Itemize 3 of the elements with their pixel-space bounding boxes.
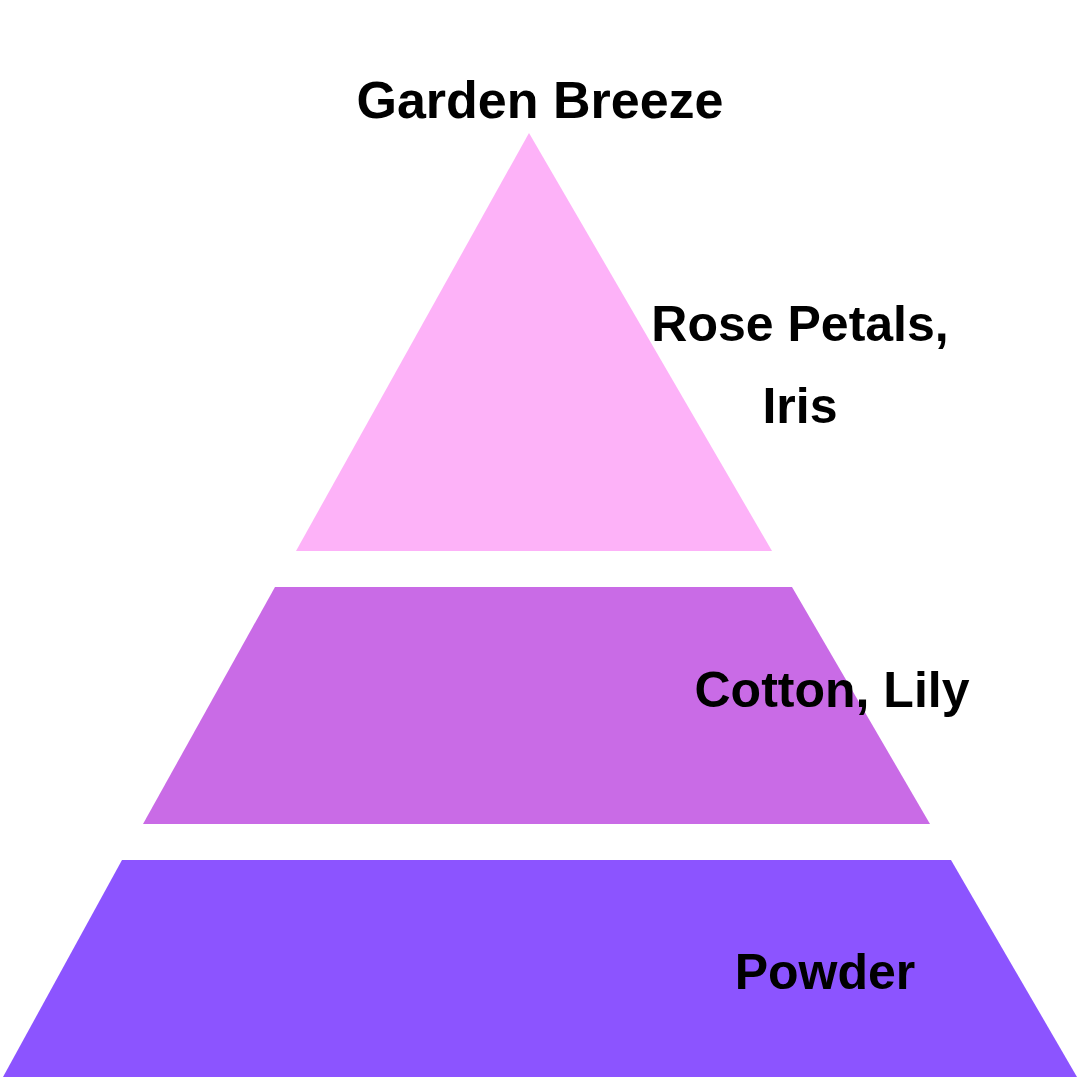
tier-label: Powder <box>733 943 917 1002</box>
tier-label: Rose Petals, Iris <box>650 295 950 436</box>
pyramid-title: Garden Breeze <box>356 70 724 131</box>
